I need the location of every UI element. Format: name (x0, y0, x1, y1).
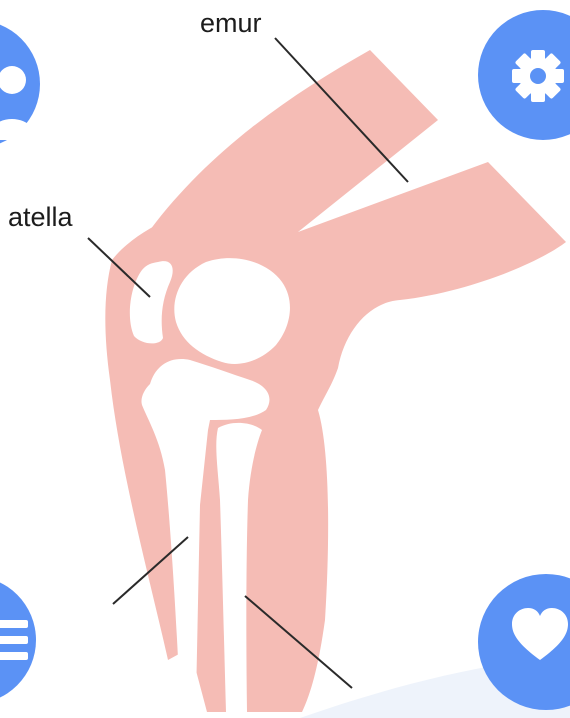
heart-icon (478, 574, 570, 710)
person-icon (0, 20, 40, 148)
menu-icon (0, 576, 36, 704)
gear-icon (478, 10, 570, 140)
menu-button[interactable] (0, 576, 36, 704)
profile-button[interactable] (0, 20, 40, 148)
favorite-button[interactable] (478, 574, 570, 710)
settings-button[interactable] (478, 10, 570, 140)
femur-label: emur (200, 8, 262, 38)
patella-label: atella (8, 202, 74, 232)
